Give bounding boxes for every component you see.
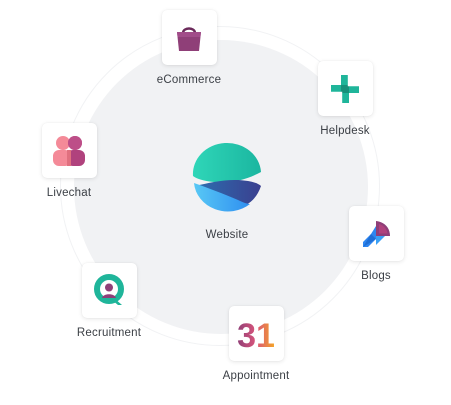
app-node-blogs[interactable]: Blogs (316, 206, 436, 282)
app-node-helpdesk[interactable]: Helpdesk (285, 61, 405, 137)
ecommerce-tile[interactable] (161, 10, 217, 65)
appointment-label: Appointment (222, 370, 290, 382)
recruitment-search-icon (94, 273, 124, 305)
blogs-tile[interactable] (348, 206, 404, 261)
app-node-livechat[interactable]: Livechat (9, 123, 129, 199)
recruitment-tile[interactable] (81, 263, 137, 318)
blogs-quill-icon (363, 220, 390, 247)
livechat-label: Livechat (46, 187, 92, 199)
blogs-label: Blogs (361, 270, 391, 282)
app-node-recruitment[interactable]: Recruitment (49, 263, 169, 339)
app-node-appointment[interactable]: 31 Appointment (196, 306, 316, 382)
app-node-ecommerce[interactable]: eCommerce (129, 10, 249, 86)
website-hub[interactable]: Website (188, 142, 266, 252)
website-label: Website (205, 229, 249, 241)
calendar-31-icon: 31 (237, 317, 275, 352)
shopping-bag-icon (177, 26, 201, 51)
recruitment-label: Recruitment (76, 327, 142, 339)
appointment-tile[interactable]: 31 (228, 306, 284, 361)
website-sphere-icon (192, 142, 261, 212)
outer-ring (60, 26, 380, 346)
helpdesk-cross-icon (331, 74, 359, 103)
appointment-glyph: 31 (237, 317, 275, 352)
helpdesk-label: Helpdesk (320, 125, 370, 137)
helpdesk-tile[interactable] (317, 61, 373, 116)
ecommerce-label: eCommerce (156, 74, 222, 86)
livechat-tile[interactable] (41, 123, 97, 178)
livechat-people-icon (53, 135, 85, 166)
